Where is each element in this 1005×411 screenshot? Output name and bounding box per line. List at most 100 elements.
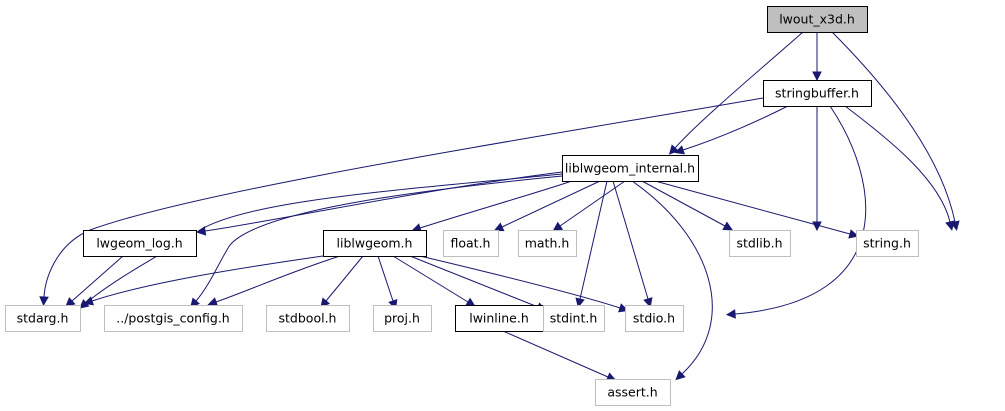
node-stdlib: stdlib.h xyxy=(729,230,791,257)
arrowhead-icon xyxy=(674,145,685,155)
arrowhead-icon xyxy=(575,297,585,308)
edge-line xyxy=(631,180,713,375)
arrowhead-icon xyxy=(675,370,686,381)
edge-lwout_x3d-to-stringbuffer xyxy=(812,32,822,82)
arrowhead-icon xyxy=(668,144,679,155)
edge-liblwgeom-to-lwinline xyxy=(392,255,476,307)
edge-line xyxy=(501,180,601,228)
edge-liblwgeom_internal-to-math xyxy=(552,180,626,232)
node-box xyxy=(729,230,791,257)
node-math: math.h xyxy=(518,230,577,257)
node-label: ../postgis_config.h xyxy=(116,311,229,326)
node-box xyxy=(767,6,868,33)
arrowhead-icon xyxy=(207,297,219,307)
edge-liblwgeom-to-stdio xyxy=(419,255,629,313)
node-label: assert.h xyxy=(607,385,657,400)
node-label: stdlib.h xyxy=(736,236,782,251)
edge-line xyxy=(325,255,364,302)
arrowhead-icon xyxy=(83,296,94,306)
edge-liblwgeom_internal-to-stdint xyxy=(575,180,608,308)
node-stdio: stdio.h xyxy=(625,305,684,332)
edge-lwout_x3d-to-liblwgeom_internal xyxy=(668,31,804,155)
edge-liblwgeom_internal-to-float xyxy=(493,180,601,232)
node-box xyxy=(373,305,432,332)
arrowhead-icon xyxy=(722,221,734,231)
node-box xyxy=(625,305,684,332)
edge-line xyxy=(734,105,867,315)
node-label: proj.h xyxy=(384,311,420,326)
node-box xyxy=(595,379,671,406)
node-box xyxy=(5,305,81,332)
edge-line xyxy=(502,330,609,378)
node-box xyxy=(763,80,872,107)
node-string: string.h xyxy=(856,230,919,257)
node-box xyxy=(562,155,699,182)
node-label: liblwgeom_internal.h xyxy=(565,161,695,176)
node-box xyxy=(83,230,197,257)
edge-liblwgeom_internal-to-string xyxy=(654,180,859,239)
node-label: lwinline.h xyxy=(469,311,529,326)
edge-line xyxy=(91,255,324,302)
edge-line xyxy=(377,255,394,302)
edge-line xyxy=(844,105,951,223)
node-float: float.h xyxy=(443,230,499,257)
nodes-layer: lwout_x3d.h stringbuffer.h liblwgeom_inter… xyxy=(5,6,919,406)
edge-liblwgeom-to-stdint xyxy=(409,255,547,312)
edge-lwgeom_log-to-stdarg xyxy=(65,255,124,308)
node-box xyxy=(543,305,605,332)
node-stdint: stdint.h xyxy=(543,305,605,332)
node-stdarg: stdarg.h xyxy=(5,305,81,332)
arrowhead-icon xyxy=(39,296,49,307)
edge-line xyxy=(419,180,573,229)
node-label: lwout_x3d.h xyxy=(779,12,855,27)
edge-stringbuffer-to-string xyxy=(844,105,955,231)
arrowhead-icon xyxy=(848,229,859,239)
node-postgis-config: ../postgis_config.h xyxy=(104,305,243,332)
arrowhead-icon xyxy=(812,71,822,82)
edge-line xyxy=(204,171,563,232)
node-liblwgeom[interactable]: liblwgeom.h xyxy=(323,230,427,257)
edge-line xyxy=(419,255,621,309)
edge-line xyxy=(682,105,789,151)
edge-stringbuffer-to-stdarg xyxy=(39,97,764,307)
node-label: stdint.h xyxy=(550,311,598,326)
node-lwgeom-log[interactable]: lwgeom_log.h xyxy=(83,230,197,257)
node-box xyxy=(323,230,427,257)
node-lwinline[interactable]: lwinline.h xyxy=(455,305,544,332)
edge-line xyxy=(831,31,956,223)
node-label: math.h xyxy=(525,236,570,251)
edge-liblwgeom_internal-to-stdio xyxy=(612,180,653,308)
node-label: lwgeom_log.h xyxy=(96,236,182,251)
node-stdbool: stdbool.h xyxy=(266,305,350,332)
edge-stringbuffer-to-stdlib xyxy=(812,106,822,232)
node-liblwgeom-internal[interactable]: liblwgeom_internal.h xyxy=(562,155,699,182)
node-label: stdarg.h xyxy=(17,311,69,326)
edge-liblwgeom-to-stdarg xyxy=(83,255,324,306)
edge-line xyxy=(195,175,563,302)
edge-liblwgeom_internal-to-assert xyxy=(631,180,713,381)
edge-line xyxy=(674,31,804,149)
edge-line xyxy=(215,255,341,303)
edge-line xyxy=(641,180,726,227)
edge-liblwgeom-to-stdbool xyxy=(320,255,364,309)
edge-stringbuffer-to-stdio xyxy=(725,105,867,319)
edge-liblwgeom_internal-to-liblwgeom xyxy=(411,180,573,233)
edge-line xyxy=(612,180,649,300)
node-stringbuffer[interactable]: stringbuffer.h xyxy=(763,80,872,107)
edge-line xyxy=(43,97,764,298)
edge-stringbuffer-to-liblwgeom_internal xyxy=(674,105,789,155)
edge-lwout_x3d-to-string xyxy=(831,31,960,231)
arrowhead-icon xyxy=(945,220,955,231)
edge-line xyxy=(409,255,539,308)
node-lwout-x3d[interactable]: lwout_x3d.h xyxy=(767,6,868,33)
arrowhead-icon xyxy=(725,309,736,319)
node-proj: proj.h xyxy=(373,305,432,332)
edge-line xyxy=(559,180,626,227)
node-box xyxy=(518,230,577,257)
arrowhead-icon xyxy=(493,222,505,232)
arrowhead-icon xyxy=(643,297,653,308)
node-box xyxy=(856,230,919,257)
edge-line xyxy=(654,180,851,235)
edges-layer xyxy=(39,31,960,382)
